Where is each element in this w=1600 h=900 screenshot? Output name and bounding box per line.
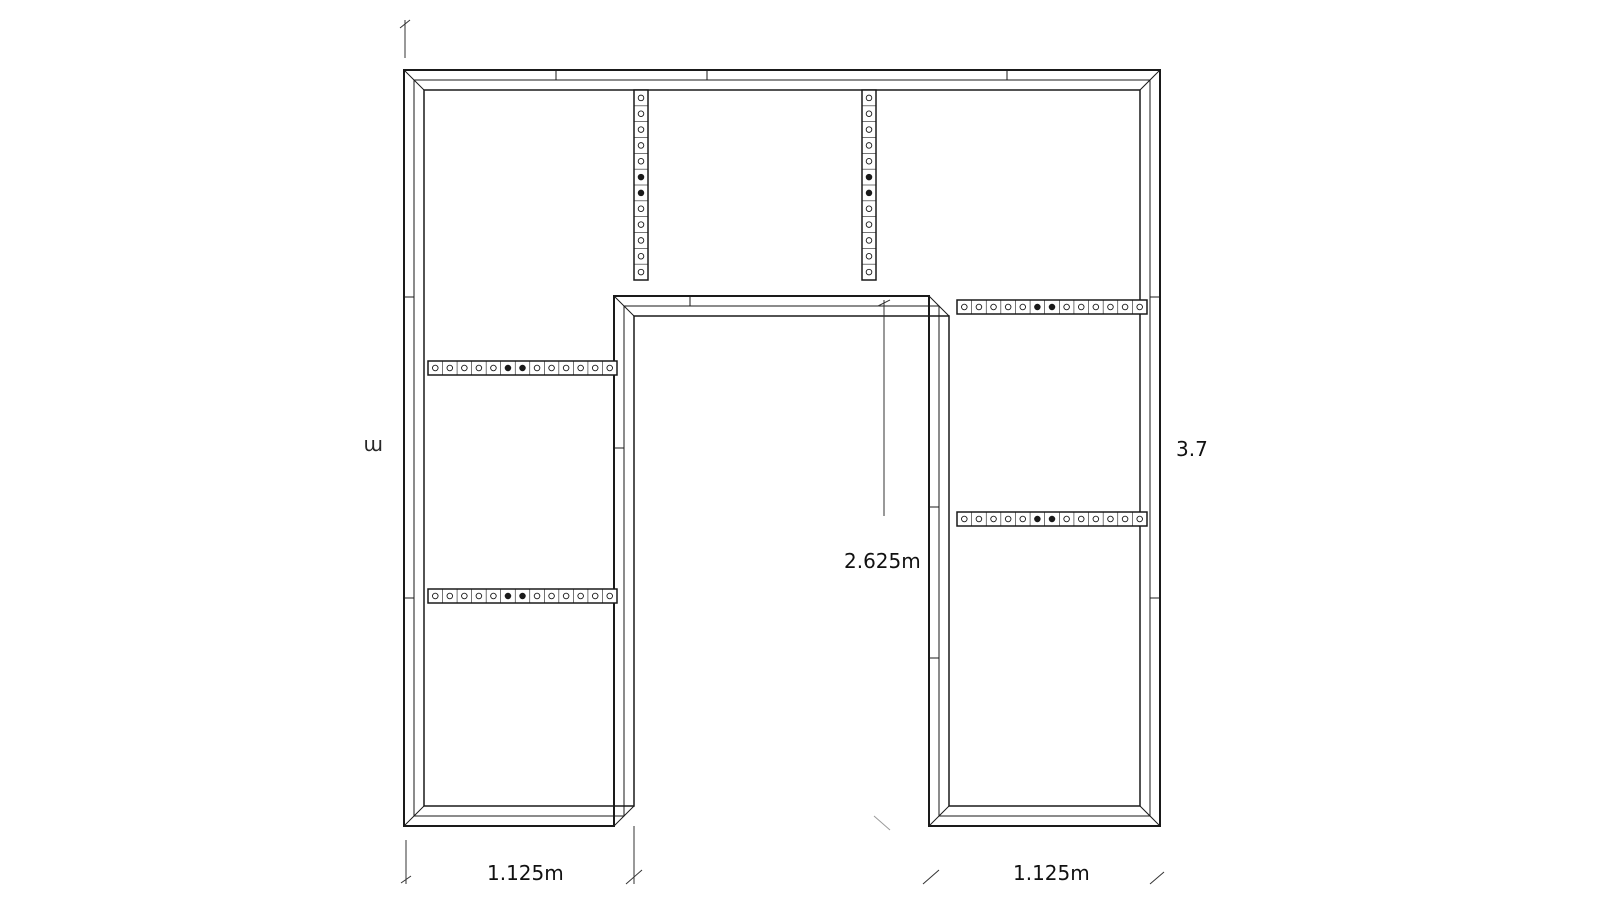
truss-hole: [1077, 515, 1085, 523]
truss-hole: [1107, 515, 1114, 523]
horizontal-perforated-bar-left-lower: [427, 588, 618, 604]
truss-hole: [637, 126, 645, 133]
truss-hole: [865, 252, 873, 260]
truss-hole: [432, 364, 439, 372]
truss-hole: [1019, 515, 1027, 523]
truss-hole: [1048, 303, 1056, 311]
truss-hole: [975, 515, 983, 523]
dimension-label-bottom-left: 1.125m: [487, 861, 564, 885]
truss-hole: [475, 364, 483, 372]
truss-hole: [461, 364, 468, 372]
truss-hole: [865, 126, 873, 133]
truss-hole: [865, 205, 873, 212]
truss-hole: [446, 592, 454, 600]
truss-hole: [1121, 303, 1129, 311]
truss-hole: [865, 221, 873, 228]
truss-hole: [990, 515, 997, 523]
horizontal-perforated-bar-right-lower: [956, 511, 1148, 527]
truss-hole: [519, 364, 526, 372]
truss-hole: [548, 592, 555, 600]
truss-hole: [562, 592, 570, 600]
truss-hole: [606, 364, 613, 372]
truss-hole: [1092, 515, 1100, 523]
truss-hole: [1048, 515, 1056, 523]
truss-hole: [1063, 515, 1070, 523]
truss-hole: [961, 303, 968, 311]
truss-hole: [533, 592, 541, 600]
truss-hole: [637, 221, 645, 228]
truss-hole: [1004, 515, 1012, 523]
truss-hole: [637, 110, 645, 117]
truss-hole: [548, 364, 555, 372]
truss-hole: [637, 94, 645, 102]
truss-hole: [475, 592, 483, 600]
vertical-perforated-bar-right: [861, 89, 877, 281]
truss-hole: [490, 592, 497, 600]
dimension-lines: [399, 19, 1165, 885]
truss-hole: [1077, 303, 1085, 311]
truss-hole: [577, 364, 584, 372]
truss-hole: [865, 142, 873, 149]
truss-hole: [504, 592, 512, 600]
truss-hole: [1107, 303, 1114, 311]
horizontal-perforated-bar-left-upper: [427, 360, 618, 376]
truss-hole: [1004, 303, 1012, 311]
truss-hole: [446, 364, 454, 372]
truss-hole: [490, 364, 497, 372]
truss-hole: [1121, 515, 1129, 523]
truss-hole: [577, 592, 584, 600]
outer-truss-frame: [403, 69, 1161, 827]
truss-hole: [1136, 515, 1143, 523]
truss-hole: [865, 157, 873, 165]
truss-hole: [606, 592, 613, 600]
truss-hole: [637, 173, 645, 181]
truss-hole: [1034, 303, 1041, 311]
truss-hole: [865, 110, 873, 117]
truss-hole: [961, 515, 968, 523]
truss-hole: [1136, 303, 1143, 311]
truss-hole: [519, 592, 526, 600]
truss-hole: [637, 142, 645, 149]
truss-hole: [975, 303, 983, 311]
dimension-label-inner-height: 2.625m: [844, 549, 921, 573]
truss-hole: [432, 592, 439, 600]
dimension-label-left-height: m: [364, 435, 383, 459]
truss-hole: [1092, 303, 1100, 311]
truss-hole: [591, 364, 599, 372]
truss-hole: [533, 364, 541, 372]
truss-hole: [637, 237, 645, 244]
dimension-label-bottom-right: 1.125m: [1013, 861, 1090, 885]
truss-hole: [990, 303, 997, 311]
truss-hole: [637, 268, 645, 276]
truss-hole: [504, 364, 512, 372]
truss-hole: [865, 237, 873, 244]
truss-hole: [637, 205, 645, 212]
horizontal-perforated-bar-right-upper: [956, 299, 1148, 315]
truss-hole: [637, 189, 645, 197]
dimension-label-right-height: 3.7: [1176, 437, 1208, 461]
truss-hole: [865, 94, 873, 102]
truss-hole: [865, 268, 873, 276]
vertical-perforated-bar-left: [633, 89, 649, 281]
truss-hole: [591, 592, 599, 600]
truss-hole: [637, 157, 645, 165]
truss-hole: [865, 189, 873, 197]
truss-hole: [865, 173, 873, 181]
truss-hole: [1034, 515, 1041, 523]
truss-hole: [461, 592, 468, 600]
truss-hole: [562, 364, 570, 372]
truss-hole: [1019, 303, 1027, 311]
truss-hole: [1063, 303, 1070, 311]
truss-hole: [637, 252, 645, 260]
